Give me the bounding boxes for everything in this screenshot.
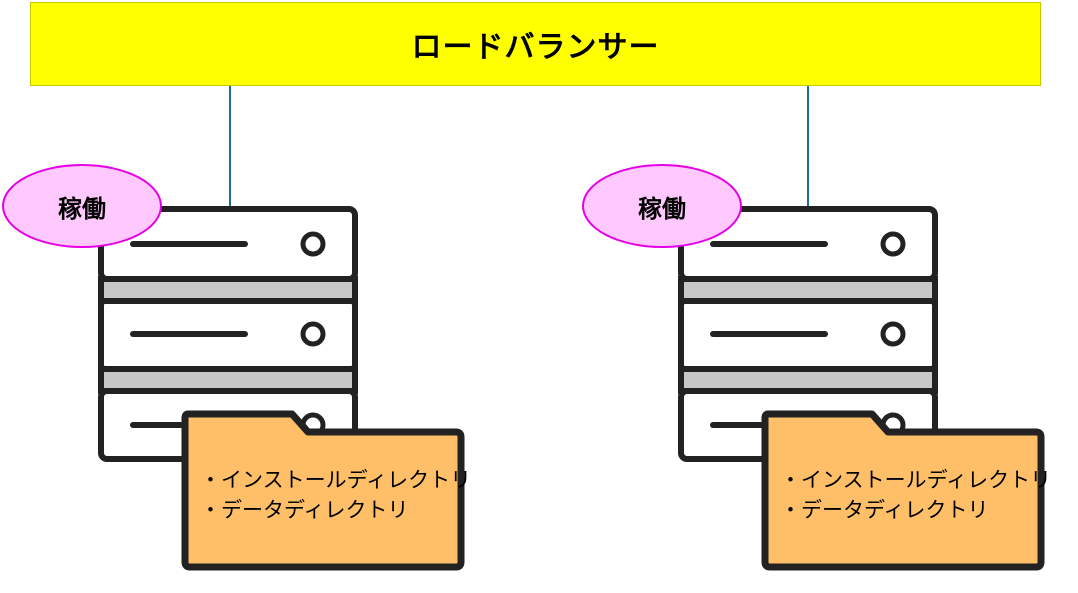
server-group-right: 稼働 ・インストールディレクトリ ・データディレクトリ — [580, 0, 1051, 593]
status-label: 稼働 — [58, 194, 106, 223]
server-group-left: 稼働 ・インストールディレクトリ ・データディレクトリ — [0, 0, 471, 593]
server-rack-icon — [678, 206, 1045, 571]
connector-line-left — [229, 86, 231, 208]
load-balancer-bar: ロードバランサー — [30, 2, 1041, 86]
status-badge: 稼働 — [582, 164, 742, 248]
folder-item-data-dir: ・データディレクトリ — [200, 498, 409, 522]
load-balancer-label: ロードバランサー — [411, 30, 660, 65]
folder-icon — [761, 410, 1045, 571]
folder-item-install-dir: ・インストールディレクトリ — [200, 468, 472, 492]
status-badge: 稼働 — [2, 164, 162, 248]
status-label: 稼働 — [638, 194, 686, 223]
folder-item-data-dir: ・データディレクトリ — [780, 498, 989, 522]
folder-contents: ・インストールディレクトリ ・データディレクトリ — [780, 465, 1051, 525]
folder-contents: ・インストールディレクトリ ・データディレクトリ — [200, 465, 471, 525]
connector-line-right — [807, 86, 809, 208]
folder-icon — [181, 410, 465, 571]
folder-item-install-dir: ・インストールディレクトリ — [780, 468, 1052, 492]
server-rack-icon — [98, 206, 465, 571]
